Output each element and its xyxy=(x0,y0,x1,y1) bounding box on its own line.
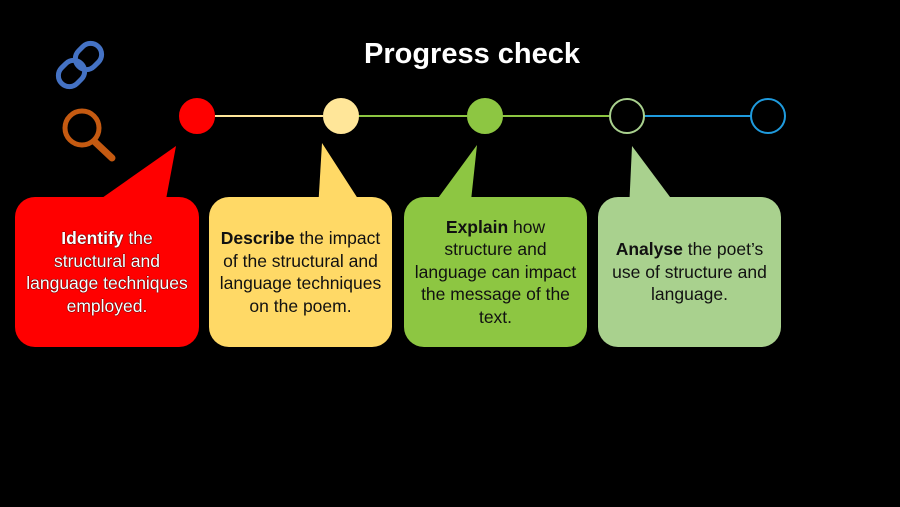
callout-tail xyxy=(318,143,362,210)
callout-analyse: Analyse the poet’s use of structure and … xyxy=(598,197,781,347)
link-icon xyxy=(55,40,105,90)
magnifier-icon xyxy=(62,108,116,162)
timeline xyxy=(179,98,786,134)
callout-keyword: Analyse xyxy=(615,239,683,260)
callout-keyword: Identify xyxy=(61,228,124,248)
callout-tail xyxy=(433,145,477,210)
callout-keyword: Describe xyxy=(220,228,295,248)
timeline-node xyxy=(750,98,786,134)
timeline-node xyxy=(467,98,503,134)
callout-keyword: Explain xyxy=(445,216,509,237)
timeline-node xyxy=(179,98,215,134)
callout-text: Describe the impact of the structural an… xyxy=(219,227,382,317)
callout-tail xyxy=(92,146,176,210)
callout-body: how structure and language can impact th… xyxy=(414,216,577,327)
callout-body: the poet’s use of structure and language… xyxy=(612,239,767,305)
callout-body: the structural and language techniques e… xyxy=(26,228,188,316)
callout-identify: Identify the structural and language tec… xyxy=(15,197,199,347)
callout-text: Explain how structure and language can i… xyxy=(414,216,577,329)
callout-tail xyxy=(629,146,676,210)
timeline-node xyxy=(323,98,359,134)
callout-body: the impact of the structural and languag… xyxy=(219,228,382,316)
timeline-node xyxy=(609,98,645,134)
callout-text: Identify the structural and language tec… xyxy=(25,227,189,317)
page-title: Progress check xyxy=(363,38,580,70)
callout-text: Analyse the poet’s use of structure and … xyxy=(608,238,771,306)
callout-explain: Explain how structure and language can i… xyxy=(404,197,587,347)
callout-describe: Describe the impact of the structural an… xyxy=(209,197,392,347)
